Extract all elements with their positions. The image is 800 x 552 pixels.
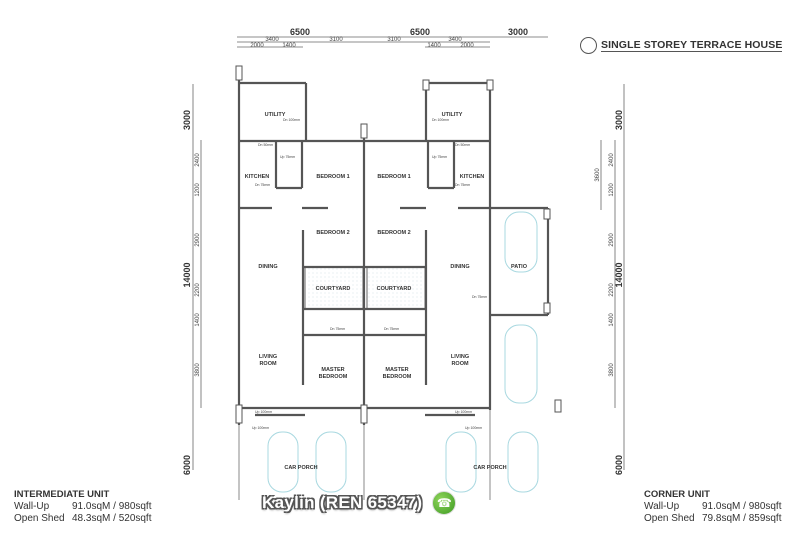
svg-text:1400: 1400 (195, 313, 201, 327)
corner-unit-info: CORNER UNIT Wall-Up 91.0sqM / 980sqft Op… (644, 489, 782, 525)
dim-top-6500-right: 6500 (410, 27, 430, 37)
dim-right-6000: 6000 (614, 455, 624, 475)
title-marker-icon (580, 37, 597, 54)
left-dimensions (192, 84, 202, 470)
svg-text:3800: 3800 (195, 363, 201, 377)
svg-text:Dn 50mm: Dn 50mm (258, 143, 273, 147)
svg-text:2900: 2900 (609, 233, 615, 247)
whatsapp-icon[interactable]: ☎ (432, 491, 457, 515)
svg-text:3100: 3100 (329, 37, 343, 43)
room-courtyard-left: COURTYARD (316, 286, 351, 292)
svg-text:3400: 3400 (448, 37, 462, 43)
dim-left-3000: 3000 (182, 110, 192, 130)
svg-text:1400: 1400 (427, 43, 441, 49)
svg-text:Dn 75mm: Dn 75mm (330, 327, 345, 331)
room-living-right-1: LIVING (451, 354, 469, 360)
room-utility-left: UTILITY (265, 112, 286, 118)
agent-watermark: Kaylin (REN 65347) ☎ (262, 491, 457, 515)
room-master-left-2: BEDROOM (319, 374, 348, 380)
room-master-right-1: MASTER (385, 367, 408, 373)
right-dimensions (600, 84, 625, 470)
room-kitchen-left: KITCHEN (245, 174, 269, 180)
car-outlines (267, 211, 539, 493)
dim-right-14000: 14000 (614, 262, 624, 287)
room-car-porch-right: CAR PORCH (473, 465, 506, 471)
room-utility-right: UTILITY (442, 112, 463, 118)
svg-text:2000: 2000 (250, 43, 264, 49)
svg-text:Dn 75mm: Dn 75mm (384, 327, 399, 331)
room-bedroom2-right: BEDROOM 2 (377, 230, 410, 236)
room-living-right-2: ROOM (451, 361, 469, 367)
svg-text:2400: 2400 (195, 153, 201, 167)
corner-unit-title: CORNER UNIT (644, 489, 710, 500)
svg-text:3400: 3400 (265, 37, 279, 43)
svg-text:3800: 3800 (609, 363, 615, 377)
svg-text:Up 100mm: Up 100mm (252, 426, 269, 430)
plan-title: SINGLE STOREY TERRACE HOUSE (580, 37, 783, 54)
intermediate-unit-info: INTERMEDIATE UNIT Wall-Up 91.0sqM / 980s… (14, 489, 152, 525)
svg-text:Dn 75mm: Dn 75mm (472, 295, 487, 299)
corner-openshed-row: Open Shed 79.8sqM / 859sqft (644, 513, 782, 524)
svg-text:Up 100mm: Up 100mm (465, 426, 482, 430)
top-dimensions (237, 36, 548, 48)
intermediate-openshed-row: Open Shed 48.3sqM / 520sqft (14, 513, 152, 524)
corner-wallup-row: Wall-Up 91.0sqM / 980sqft (644, 501, 782, 512)
svg-text:2200: 2200 (195, 283, 201, 297)
svg-text:2900: 2900 (195, 233, 201, 247)
room-dining-right: DINING (450, 264, 469, 270)
svg-text:2400: 2400 (609, 153, 615, 167)
room-bedroom2-left: BEDROOM 2 (316, 230, 349, 236)
dim-left-6000: 6000 (182, 455, 192, 475)
dim-left-14000: 14000 (182, 262, 192, 287)
svg-text:3600: 3600 (595, 168, 601, 182)
svg-text:2000: 2000 (460, 43, 474, 49)
title-text: SINGLE STOREY TERRACE HOUSE (601, 39, 783, 52)
dim-top-6500-left: 6500 (290, 27, 310, 37)
svg-text:Dn 50mm: Dn 50mm (455, 143, 470, 147)
room-courtyard-right: COURTYARD (377, 286, 412, 292)
room-kitchen-right: KITCHEN (460, 174, 484, 180)
room-car-porch-left: CAR PORCH (284, 465, 317, 471)
room-bedroom1-left: BEDROOM 1 (316, 174, 349, 180)
svg-text:1400: 1400 (609, 313, 615, 327)
svg-text:Dn 75mm: Dn 75mm (455, 183, 470, 187)
intermediate-wallup-row: Wall-Up 91.0sqM / 980sqft (14, 501, 152, 512)
room-master-right-2: BEDROOM (383, 374, 412, 380)
svg-text:Up 100mm: Up 100mm (255, 410, 272, 414)
svg-text:Up 75mm: Up 75mm (432, 155, 447, 159)
svg-text:1200: 1200 (195, 183, 201, 197)
room-living-left-1: LIVING (259, 354, 277, 360)
room-dining-left: DINING (258, 264, 277, 270)
dim-top-3000: 3000 (508, 27, 528, 37)
intermediate-unit-title: INTERMEDIATE UNIT (14, 489, 110, 500)
svg-text:1200: 1200 (609, 183, 615, 197)
room-living-left-2: ROOM (259, 361, 277, 367)
svg-text:Dn 75mm: Dn 75mm (255, 183, 270, 187)
svg-text:Dn 100mm: Dn 100mm (283, 118, 300, 122)
svg-text:Up 75mm: Up 75mm (280, 155, 295, 159)
svg-text:Dn 100mm: Dn 100mm (432, 118, 449, 122)
svg-text:Up 100mm: Up 100mm (455, 410, 472, 414)
svg-text:1400: 1400 (282, 43, 296, 49)
svg-text:3100: 3100 (387, 37, 401, 43)
room-patio: PATIO (511, 264, 528, 270)
agent-name: Kaylin (REN 65347) (262, 493, 423, 512)
room-bedroom1-right: BEDROOM 1 (377, 174, 410, 180)
dim-right-3000: 3000 (614, 110, 624, 130)
svg-text:2200: 2200 (609, 283, 615, 297)
walls (237, 68, 550, 425)
room-master-left-1: MASTER (321, 367, 344, 373)
